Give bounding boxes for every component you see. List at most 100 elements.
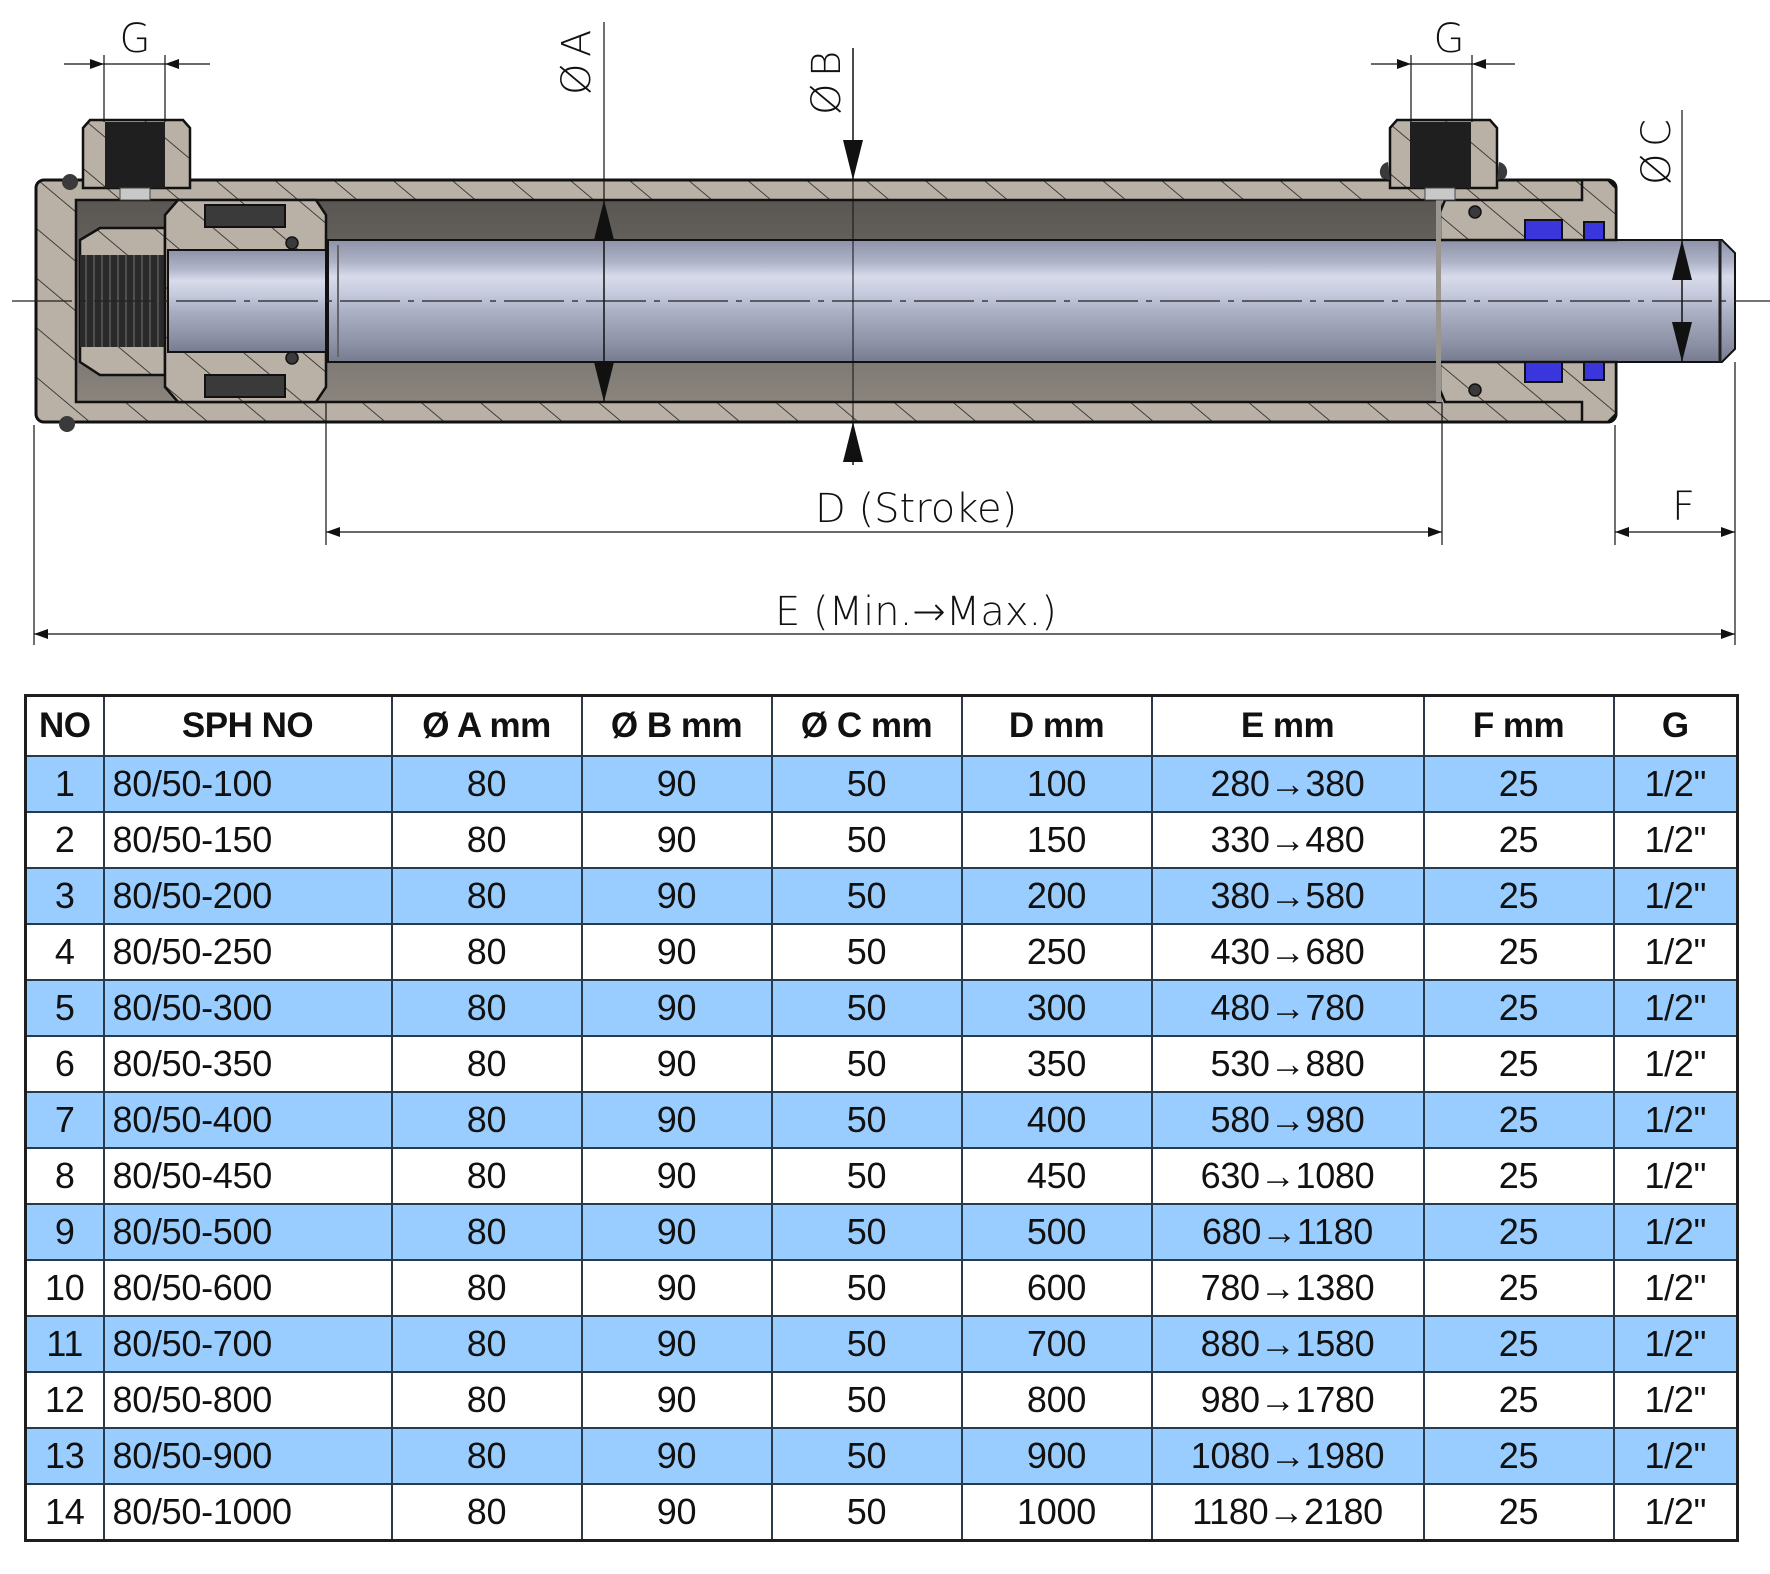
cell-col-no: 1 bbox=[24, 755, 105, 813]
cell-col-sph-no: 80/50-800 bbox=[102, 1371, 393, 1429]
dim-a-label: A bbox=[554, 30, 600, 57]
cell-col-e: 580→980 bbox=[1150, 1091, 1425, 1149]
cell-col-b: 90 bbox=[580, 923, 773, 981]
cell-col-d: 1000 bbox=[960, 1483, 1153, 1542]
header-col-e: E mm bbox=[1150, 694, 1425, 757]
cell-col-d: 300 bbox=[960, 979, 1153, 1037]
cell-col-g: 1/2" bbox=[1612, 1427, 1739, 1485]
cell-col-sph-no: 80/50-250 bbox=[102, 923, 393, 981]
cell-col-c: 50 bbox=[770, 1371, 963, 1429]
cell-col-d: 900 bbox=[960, 1427, 1153, 1485]
cell-col-f: 25 bbox=[1422, 1315, 1615, 1373]
cell-col-b: 90 bbox=[580, 1315, 773, 1373]
cell-col-no: 2 bbox=[24, 811, 105, 869]
cell-col-no: 10 bbox=[24, 1259, 105, 1317]
cell-col-c: 50 bbox=[770, 923, 963, 981]
dim-c: Ø C bbox=[1634, 110, 1692, 362]
cell-col-sph-no: 80/50-300 bbox=[102, 979, 393, 1037]
rod-seal-top bbox=[1524, 219, 1563, 241]
cell-col-f: 25 bbox=[1422, 979, 1615, 1037]
wiper-seal-bottom bbox=[1583, 361, 1605, 381]
header-col-g: G bbox=[1612, 694, 1739, 757]
cell-col-b: 90 bbox=[580, 1147, 773, 1205]
cell-col-f: 25 bbox=[1422, 923, 1615, 981]
cell-col-a: 80 bbox=[390, 867, 583, 925]
cell-col-sph-no: 80/50-900 bbox=[102, 1427, 393, 1485]
dim-g-left: G bbox=[64, 16, 210, 122]
cell-col-a: 80 bbox=[390, 1315, 583, 1373]
cell-col-e: 680→1180 bbox=[1150, 1203, 1425, 1261]
cell-col-e: 1180→2180 bbox=[1150, 1483, 1425, 1542]
cell-col-a: 80 bbox=[390, 1035, 583, 1093]
cell-col-d: 500 bbox=[960, 1203, 1153, 1261]
port-left bbox=[59, 118, 192, 432]
cell-col-e: 430→680 bbox=[1150, 923, 1425, 981]
cell-col-f: 25 bbox=[1422, 1427, 1615, 1485]
dim-e-length: E (Min.→Max.) bbox=[33, 425, 1735, 645]
cell-col-c: 50 bbox=[770, 1427, 963, 1485]
cell-col-no: 14 bbox=[24, 1483, 105, 1542]
cell-col-f: 25 bbox=[1422, 1483, 1615, 1542]
dim-c-label: C bbox=[1634, 119, 1680, 147]
cylinder-drawing: G G Ø A Ø B Ø C bbox=[12, 16, 1770, 645]
cell-col-no: 7 bbox=[24, 1091, 105, 1149]
cell-col-b: 90 bbox=[580, 811, 773, 869]
dim-g-left-label: G bbox=[120, 16, 151, 62]
cell-col-b: 90 bbox=[580, 979, 773, 1037]
rod-seal-bottom bbox=[1524, 361, 1563, 383]
cell-col-c: 50 bbox=[770, 1315, 963, 1373]
dim-g-right-label: G bbox=[1434, 16, 1465, 62]
dim-f: F bbox=[1614, 362, 1736, 645]
dim-c-diameter-symbol: Ø bbox=[1634, 154, 1680, 185]
cell-col-f: 25 bbox=[1422, 755, 1615, 813]
cell-col-g: 1/2" bbox=[1612, 1259, 1739, 1317]
cell-col-sph-no: 80/50-200 bbox=[102, 867, 393, 925]
dim-d-label: D (Stroke) bbox=[815, 486, 1017, 532]
cell-col-d: 400 bbox=[960, 1091, 1153, 1149]
cell-col-g: 1/2" bbox=[1612, 1147, 1739, 1205]
cell-col-f: 25 bbox=[1422, 811, 1615, 869]
cell-col-f: 25 bbox=[1422, 1147, 1615, 1205]
cell-col-sph-no: 80/50-500 bbox=[102, 1203, 393, 1261]
port-right bbox=[1379, 118, 1508, 201]
cell-col-a: 80 bbox=[390, 1427, 583, 1485]
cell-col-f: 25 bbox=[1422, 1371, 1615, 1429]
cell-col-g: 1/2" bbox=[1612, 979, 1739, 1037]
cell-col-g: 1/2" bbox=[1612, 755, 1739, 813]
cell-col-sph-no: 80/50-1000 bbox=[102, 1483, 393, 1542]
dim-d-stroke: D (Stroke) bbox=[325, 402, 1443, 545]
cell-col-a: 80 bbox=[390, 1091, 583, 1149]
cell-col-g: 1/2" bbox=[1612, 1091, 1739, 1149]
cell-col-b: 90 bbox=[580, 1091, 773, 1149]
cell-col-sph-no: 80/50-350 bbox=[102, 1035, 393, 1093]
cell-col-b: 90 bbox=[580, 1427, 773, 1485]
header-col-no: NO bbox=[24, 694, 105, 757]
cell-col-a: 80 bbox=[390, 755, 583, 813]
cell-col-c: 50 bbox=[770, 1147, 963, 1205]
cell-col-f: 25 bbox=[1422, 1035, 1615, 1093]
cell-col-e: 380→580 bbox=[1150, 867, 1425, 925]
cell-col-e: 980→1780 bbox=[1150, 1371, 1425, 1429]
cell-col-sph-no: 80/50-700 bbox=[102, 1315, 393, 1373]
cell-col-a: 80 bbox=[390, 1203, 583, 1261]
cell-col-no: 5 bbox=[24, 979, 105, 1037]
cell-col-a: 80 bbox=[390, 1147, 583, 1205]
cell-col-f: 25 bbox=[1422, 1091, 1615, 1149]
cell-col-b: 90 bbox=[580, 1035, 773, 1093]
cell-col-no: 4 bbox=[24, 923, 105, 981]
cell-col-b: 90 bbox=[580, 1371, 773, 1429]
cell-col-g: 1/2" bbox=[1612, 1371, 1739, 1429]
cell-col-e: 280→380 bbox=[1150, 755, 1425, 813]
cell-col-sph-no: 80/50-450 bbox=[102, 1147, 393, 1205]
header-col-d: D mm bbox=[960, 694, 1153, 757]
